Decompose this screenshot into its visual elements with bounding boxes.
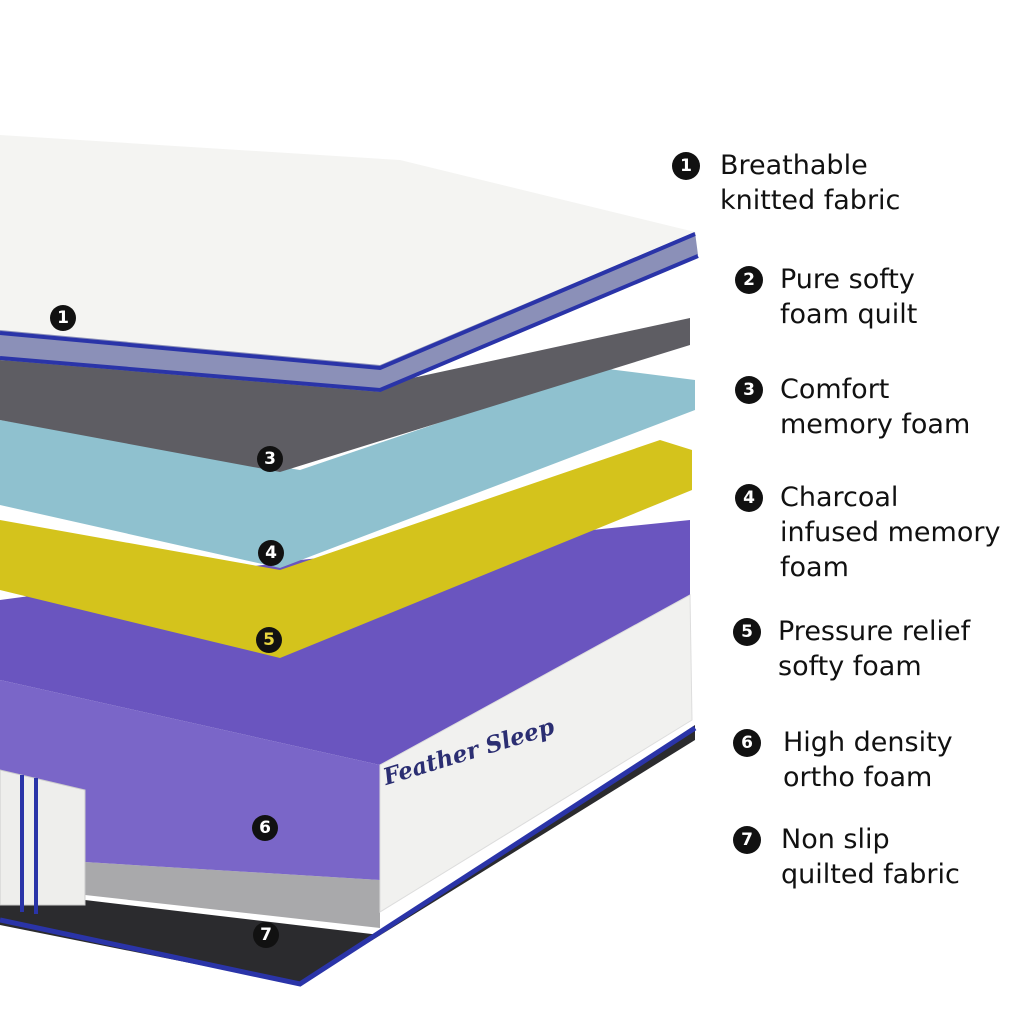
layer-6-front: [0, 680, 380, 880]
legend-label: Charcoal infused memory foam: [780, 482, 1001, 583]
legend-label: High density ortho foam: [783, 727, 953, 793]
badge-3: 3: [257, 446, 283, 472]
layer-3-comfort-memory: [0, 318, 690, 472]
legend-number: 4: [735, 484, 763, 512]
legend-number: 7: [733, 826, 761, 854]
legend-item-6: 6 High density ortho foam: [733, 725, 1023, 795]
bottom-edge-piping: [0, 725, 697, 987]
quilted-left-panel: [0, 769, 86, 906]
badge-1: 1: [50, 305, 76, 331]
legend-number: 6: [733, 729, 761, 757]
legend-item-3: 3 Comfort memory foam: [735, 372, 1020, 442]
legend-item-5: 5 Pressure relief softy foam: [733, 614, 1018, 684]
badge-6: 6: [252, 815, 278, 841]
badge-4: 4: [258, 540, 284, 566]
legend-item-2: 2 Pure softy foam quilt: [735, 262, 1020, 332]
legend-label: Breathable knitted fabric: [720, 150, 901, 216]
legend-label: Comfort memory foam: [780, 374, 971, 440]
quilted-side-panel: [379, 594, 693, 913]
legend-item-1: 1 Breathable knitted fabric: [672, 148, 960, 218]
grey-sub-layer: [85, 862, 380, 928]
legend-label: Non slip quilted fabric: [781, 824, 960, 890]
top-edge-piping: [0, 232, 696, 371]
lower-edge-piping: [0, 254, 699, 393]
legend-number: 3: [735, 376, 763, 404]
legend-number: 2: [735, 266, 763, 294]
fabric-side-band: [0, 232, 698, 392]
legend-item-4: 4 Charcoal infused memory foam: [735, 480, 1024, 585]
legend-item-7: 7 Non slip quilted fabric: [733, 822, 1021, 892]
badge-5: 5: [256, 627, 282, 653]
legend-number: 1: [672, 152, 700, 180]
legend-label: Pure softy foam quilt: [780, 264, 918, 330]
legend-label: Pressure relief softy foam: [778, 616, 971, 682]
layer-1-2-fabric-quilt: [0, 135, 695, 365]
badge-7: 7: [253, 922, 279, 948]
legend-number: 5: [733, 618, 761, 646]
layer-5-pressure-relief: [0, 440, 692, 658]
layer-7-non-slip: [0, 725, 695, 985]
layer-4-charcoal-memory: [0, 368, 695, 568]
